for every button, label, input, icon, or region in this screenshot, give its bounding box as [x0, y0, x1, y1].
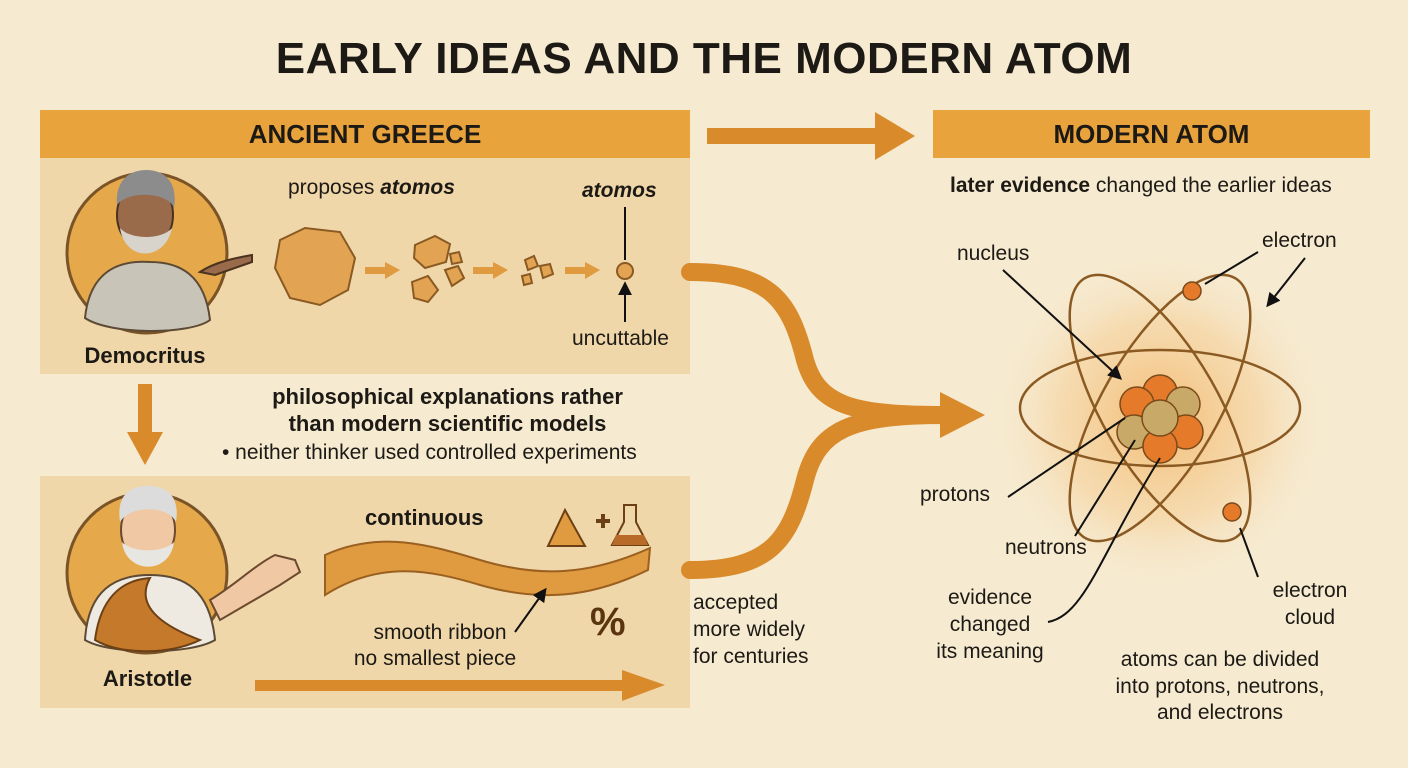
neutrons-label: neutrons	[1005, 536, 1087, 559]
democritus-portrait-icon	[65, 170, 253, 335]
atom-leader-lines	[1002, 251, 1306, 623]
proposes-prefix: proposes	[288, 176, 381, 199]
evidence-line1: evidence	[947, 586, 1033, 609]
aristotle-name: Aristotle	[102, 666, 193, 691]
subtitle-bold: later evidence	[950, 174, 1091, 197]
proposes-label: proposes atomos	[288, 175, 455, 201]
down-arrow	[127, 384, 163, 465]
evidence-line3: its meaning	[936, 640, 1044, 663]
accepted-line2: more widely	[693, 618, 806, 641]
electron-cloud-line1: electron	[1272, 579, 1348, 602]
ancient-greece-header: ANCIENT GREECE	[40, 110, 690, 158]
nucleus-label: nucleus	[957, 242, 1030, 265]
proposes-term: atomos	[380, 176, 455, 199]
electron-dot	[1182, 281, 1202, 301]
philosophical-line1: philosophical explanations rather	[272, 384, 623, 409]
aristotle-portrait-icon	[65, 486, 302, 655]
accepted-line3: for centuries	[693, 645, 809, 668]
electron-cloud-line2: cloud	[1284, 606, 1336, 629]
experiments-bullet: • neither thinker used controlled experi…	[222, 441, 637, 464]
democritus-name: Democritus	[84, 343, 206, 368]
top-flow-arrow	[707, 112, 915, 160]
modern-subtitle: later evidence changed the earlier ideas	[950, 173, 1332, 199]
evidence-line2: changed	[949, 613, 1031, 636]
continuous-label: continuous	[365, 505, 484, 530]
aristotle-bottom-arrow	[255, 670, 665, 701]
no-smallest-piece-label: no smallest piece	[353, 647, 517, 670]
protons-label: protons	[920, 483, 991, 506]
smooth-ribbon-label: smooth ribbon	[373, 621, 507, 644]
divided-line1: atoms can be divided	[1120, 648, 1320, 671]
divided-line3: and electrons	[1156, 701, 1284, 724]
percent-icon: %	[590, 600, 626, 644]
rock-breakdown-sequence	[273, 226, 634, 307]
uncuttable-label: uncuttable	[572, 327, 669, 350]
flask-icon	[610, 504, 650, 546]
philosophical-line2: than modern scientific models	[288, 411, 607, 436]
breakdown-arrows	[365, 262, 600, 279]
accepted-line1: accepted	[693, 591, 779, 614]
subtitle-rest: changed the earlier ideas	[1090, 174, 1332, 197]
divided-line2: into protons, neutrons,	[1115, 675, 1325, 698]
merge-arrow	[681, 263, 954, 579]
ribbon-pointer	[514, 587, 547, 633]
atomos-label: atomos	[582, 179, 657, 202]
electron-label: electron	[1262, 229, 1337, 252]
page-title: EARLY IDEAS AND THE MODERN ATOM	[275, 34, 1133, 83]
plus-icon	[596, 514, 610, 528]
triangle-icon	[546, 507, 587, 547]
electron-dot	[1222, 502, 1242, 522]
modern-atom-header: MODERN ATOM	[933, 110, 1370, 158]
merge-arrowhead	[940, 392, 985, 438]
continuous-ribbon	[324, 540, 652, 597]
nucleus	[1116, 374, 1204, 464]
